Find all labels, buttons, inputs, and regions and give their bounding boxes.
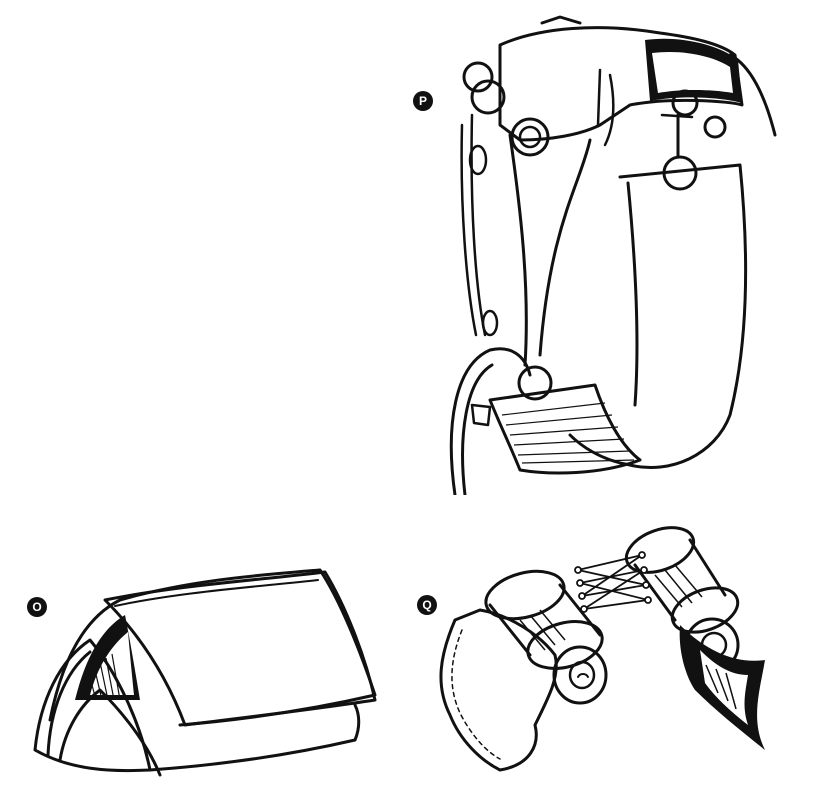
label-o-badge: O [27, 597, 47, 617]
illustration-p-harness-strap [449, 15, 777, 495]
illustration-q-shaft-coupling [439, 526, 765, 772]
illustration-o-folded-pad [33, 568, 377, 777]
label-p-badge: P [413, 91, 433, 111]
label-q-badge: Q [417, 595, 437, 615]
